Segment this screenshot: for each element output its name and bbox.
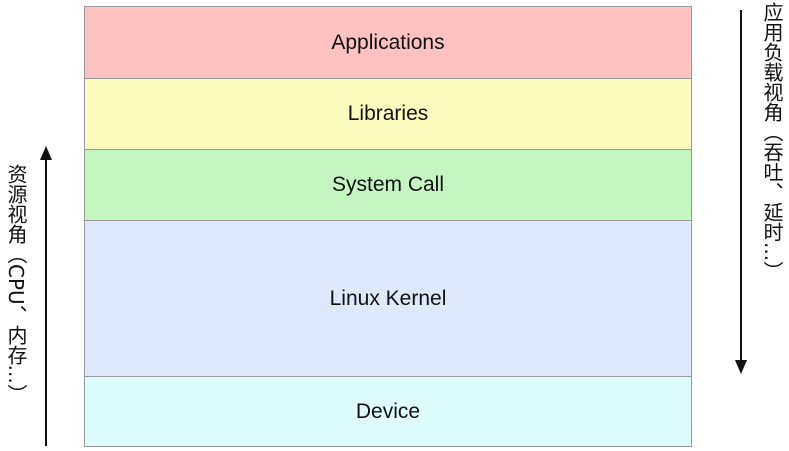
layer-linux-kernel-label: Linux Kernel (329, 286, 447, 310)
down-arrow (735, 10, 747, 374)
layer-stack: Applications Libraries System Call Linux… (84, 6, 692, 447)
layer-system-call-label: System Call (331, 173, 445, 196)
layer-libraries: Libraries (84, 78, 692, 150)
layer-libraries-label: Libraries (347, 102, 429, 125)
layer-device: Device (84, 376, 692, 447)
layer-applications-label: Applications (331, 30, 445, 54)
layer-applications: Applications (84, 6, 692, 79)
workload-perspective-label: 应用负载视角（吞吐、延时...） (760, 2, 784, 282)
layer-device-label: Device (355, 399, 421, 423)
resource-perspective-label: 资源视角（CPU、内存...） (4, 164, 28, 404)
layer-system-call: System Call (84, 149, 692, 221)
layer-linux-kernel: Linux Kernel (84, 220, 692, 377)
up-arrow (40, 146, 52, 446)
